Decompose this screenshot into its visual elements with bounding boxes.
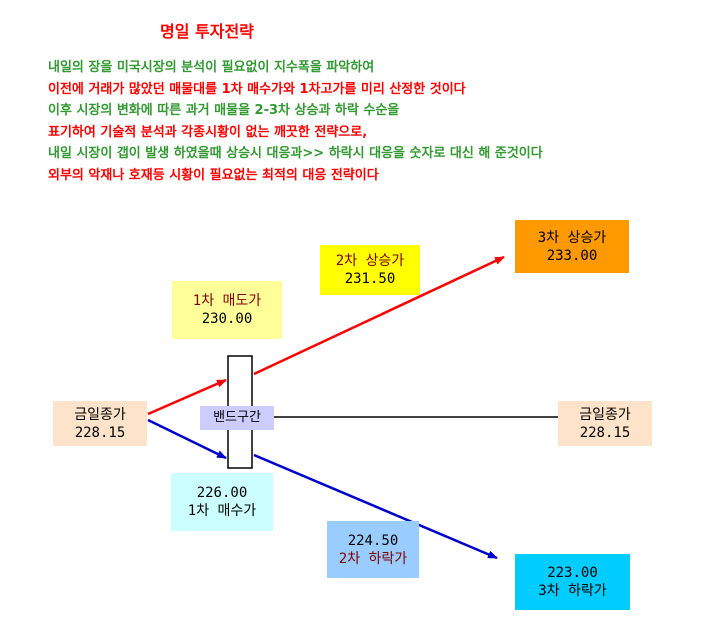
node-value: 224.50 bbox=[347, 532, 399, 549]
second-drop-box: 224.50 2차 하락가 bbox=[327, 521, 419, 578]
node-label: 1차 매수가 bbox=[187, 503, 257, 519]
first-buy-box: 226.00 1차 매수가 bbox=[171, 473, 273, 531]
node-label: 3차 상승가 bbox=[537, 229, 607, 246]
node-label: 3차 하락가 bbox=[538, 583, 607, 599]
node-label: 밴드구간 bbox=[213, 410, 261, 425]
today-close-box: 금일종가 228.15 bbox=[53, 401, 147, 446]
node-value: 228.15 bbox=[74, 424, 126, 441]
node-label: 금일종가 bbox=[579, 406, 631, 423]
description-line: 이후 시장의 변화에 따른 과거 매물을 2-3차 상승과 하락 수순을 bbox=[48, 103, 400, 118]
drop-arrow-2 bbox=[253, 453, 498, 560]
node-value: 231.50 bbox=[344, 271, 396, 287]
second-rise-box: 2차 상승가 231.50 bbox=[320, 245, 420, 295]
node-value: 223.00 bbox=[547, 565, 598, 581]
node-value: 233.00 bbox=[546, 247, 598, 264]
node-value: 226.00 bbox=[196, 485, 248, 501]
node-label: 2차 하락가 bbox=[338, 550, 408, 567]
strategy-description: 내일의 장을 미국시장의 분석이 필요없이 지수폭을 파악하여 이전에 거래가 … bbox=[48, 57, 698, 186]
node-value: 228.15 bbox=[579, 424, 631, 441]
rise-arrow-2 bbox=[253, 255, 505, 376]
third-drop-box: 223.00 3차 하락가 bbox=[515, 554, 630, 610]
node-label: 1차 매도가 bbox=[192, 293, 262, 309]
node-label: 2차 상승가 bbox=[335, 253, 405, 269]
third-rise-box: 3차 상승가 233.00 bbox=[515, 220, 629, 273]
page-title: 명일 투자전략 bbox=[160, 22, 254, 41]
first-sell-box: 1차 매도가 230.00 bbox=[172, 281, 282, 339]
description-line: 외부의 악재나 호재등 시황이 필요없는 최적의 대응 전략이다 bbox=[48, 167, 379, 183]
band-zone-label: 밴드구간 bbox=[200, 406, 274, 430]
description-line: 내일 시장이 갭이 발생 하였을때 상승시 대응과>> 하락시 대응을 숫자로 … bbox=[48, 146, 543, 161]
description-line: 표기하여 기술적 분석과 각종시황이 없는 깨끗한 전략으로, bbox=[48, 124, 368, 140]
node-value: 230.00 bbox=[201, 311, 253, 327]
description-line: 내일의 장을 미국시장의 분석이 필요없이 지수폭을 파악하여 bbox=[48, 60, 375, 75]
rise-arrow-1 bbox=[147, 378, 227, 416]
description-line: 이전에 거래가 많았던 매물대를 1차 매수가와 1차고가를 미리 산정한 것이… bbox=[48, 81, 466, 97]
drop-arrow-1 bbox=[147, 418, 227, 460]
today-close-box-right: 금일종가 228.15 bbox=[558, 401, 652, 446]
node-label: 금일종가 bbox=[74, 406, 126, 423]
